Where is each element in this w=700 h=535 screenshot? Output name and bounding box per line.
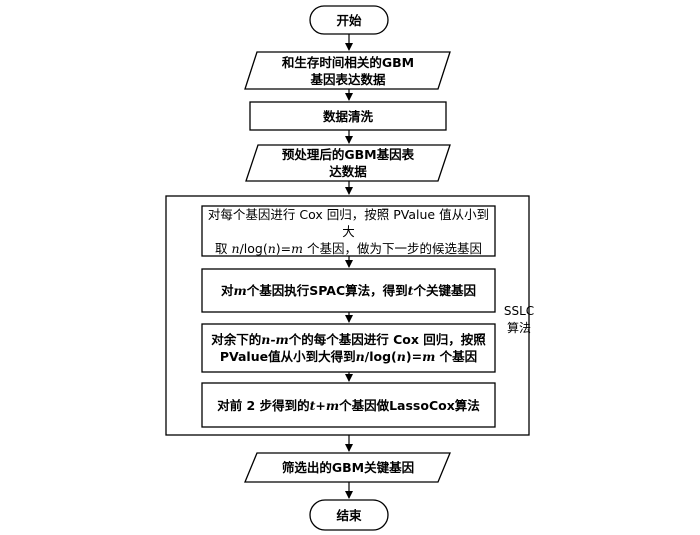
input-data-shape <box>244 51 451 90</box>
step4-box <box>201 382 496 428</box>
step4-label: 对前 2 步得到的t+m个基因做LassoCox算法 <box>217 397 480 413</box>
step1-box <box>201 205 496 257</box>
input-data-label: 和生存时间相关的GBM 基因表达数据 <box>281 54 415 87</box>
output-data-shape <box>244 452 451 483</box>
sslc-group-label: SSLC 算法 <box>503 304 535 335</box>
step3-box <box>201 323 496 373</box>
data-clean-box <box>249 101 447 131</box>
sslc-group-box <box>165 195 530 436</box>
step1-label: 对每个基因进行 Cox 回归，按照 PValue 值从小到大 取 n/log(n… <box>207 206 490 256</box>
preprocessed-data-label: 预处理后的GBM基因表 达数据 <box>281 147 415 179</box>
step2-box <box>201 268 496 313</box>
step2-label: 对m个基因执行SPAC算法，得到t个关键基因 <box>221 283 476 298</box>
output-label: 筛选出的GBM关键基因 <box>281 460 415 475</box>
data-clean-label: 数据清洗 <box>322 108 373 124</box>
step3-label: 对余下的n-m个的每个基因进行 Cox 回归，按照 PValue值从小到大得到n… <box>211 332 486 364</box>
end-terminator <box>309 499 389 531</box>
start-label: 开始 <box>336 12 362 28</box>
preprocessed-data-shape <box>245 144 451 182</box>
end-label: 结束 <box>336 507 362 523</box>
